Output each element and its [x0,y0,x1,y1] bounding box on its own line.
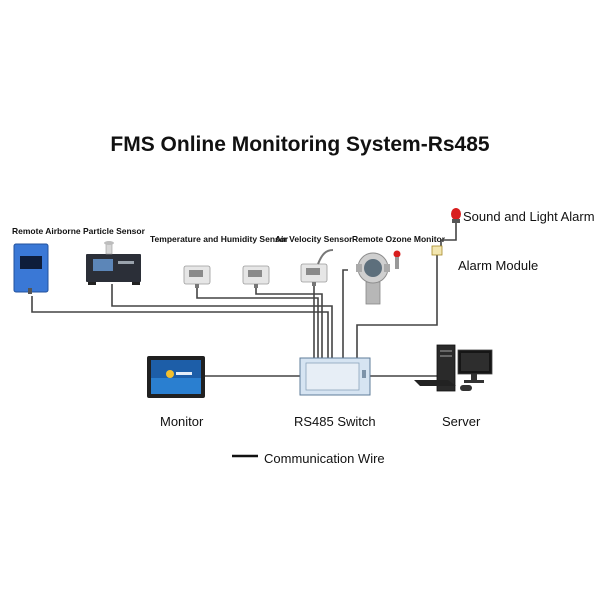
particle-sensor-label: Remote Airborne Particle Sensor [12,226,145,236]
server-icon [414,344,493,392]
air-velocity-sensor-icon [300,249,334,286]
server-label: Server [442,414,481,429]
particle-sensor-blue-icon [13,243,49,294]
wire-alarm [440,222,457,248]
switch-label: RS485 Switch [294,414,376,429]
alarm-module-label: Alarm Module [458,258,539,273]
legend-label: Communication Wire [264,451,385,466]
wire-temp-humidity-1 [196,287,319,358]
ozone-monitor-label: Remote Ozone Monitor [352,234,446,244]
wire-particle-sensor-2 [111,284,333,358]
wire-temp-humidity-2 [255,287,323,358]
temp-humidity-sensor-label: Temperature and Humidity Sensor [150,234,289,244]
monitor-label: Monitor [160,414,204,429]
wire-alarm-module [356,253,438,358]
temp-humidity-sensor-icon [183,265,211,288]
particle-sensor-unit-icon [86,241,141,285]
alarm-light-icon [451,208,461,223]
alarm-label: Sound and Light Alarm [463,209,595,224]
temp-humidity-sensor-icon [242,265,270,288]
wire-group [31,222,457,377]
monitor-icon [147,356,205,398]
ozone-monitor-icon [356,250,401,305]
wire-ozone-monitor [342,269,348,358]
diagram-title: FMS Online Monitoring System-Rs485 [110,133,490,156]
wire-particle-sensor-1 [31,296,329,358]
alarm-module-icon [431,245,443,256]
switch-icon [299,357,371,396]
air-velocity-sensor-label: Air Velocity Sensor [275,234,353,244]
